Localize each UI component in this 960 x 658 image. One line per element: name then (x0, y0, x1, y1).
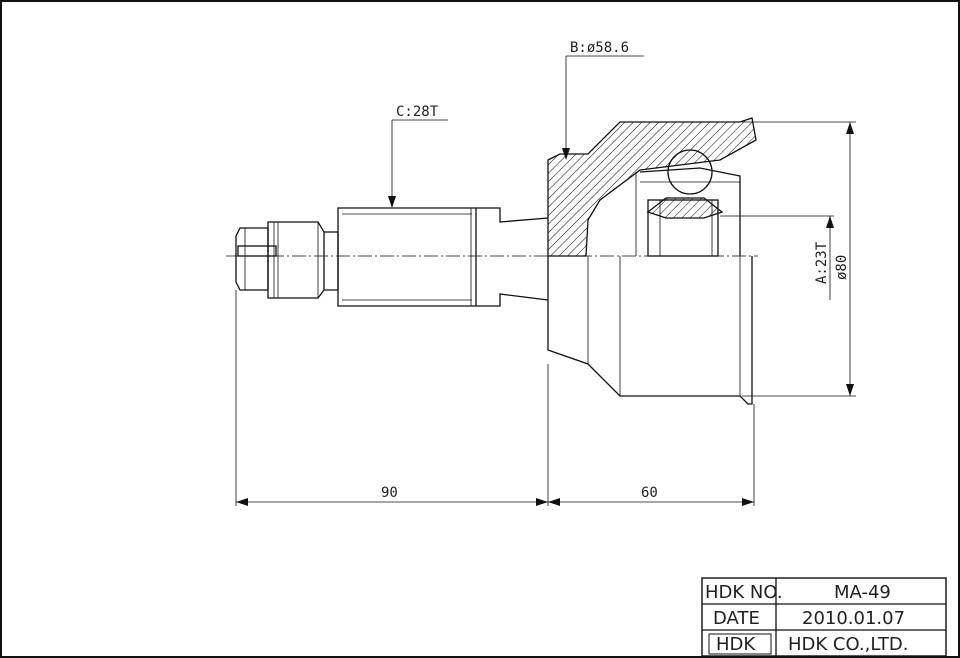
date-label: DATE (713, 608, 760, 629)
a-dimension (720, 215, 834, 300)
b-dimension (562, 55, 644, 160)
a-callout-label: A:23T (814, 241, 830, 284)
date-value: 2010.01.07 (802, 608, 905, 629)
company-value: HDK CO.,LTD. (788, 634, 909, 655)
b-callout-label: B:ø58.6 (570, 40, 629, 56)
hdk-no-value: MA-49 (834, 582, 891, 603)
c-callout-label: C:28T (396, 104, 439, 120)
title-block (701, 577, 947, 657)
c-dimension (388, 119, 448, 208)
phi80-dimension (742, 121, 856, 397)
bell-housing (547, 117, 757, 405)
hdk-logo: HDK (716, 634, 756, 655)
length-dimensions (235, 290, 755, 506)
hdk-no-label: HDK NO. (705, 582, 783, 603)
shaft (235, 207, 549, 307)
phi80-callout-label: ø80 (834, 255, 850, 280)
length-60-label: 60 (641, 485, 658, 501)
length-90-label: 90 (381, 485, 398, 501)
